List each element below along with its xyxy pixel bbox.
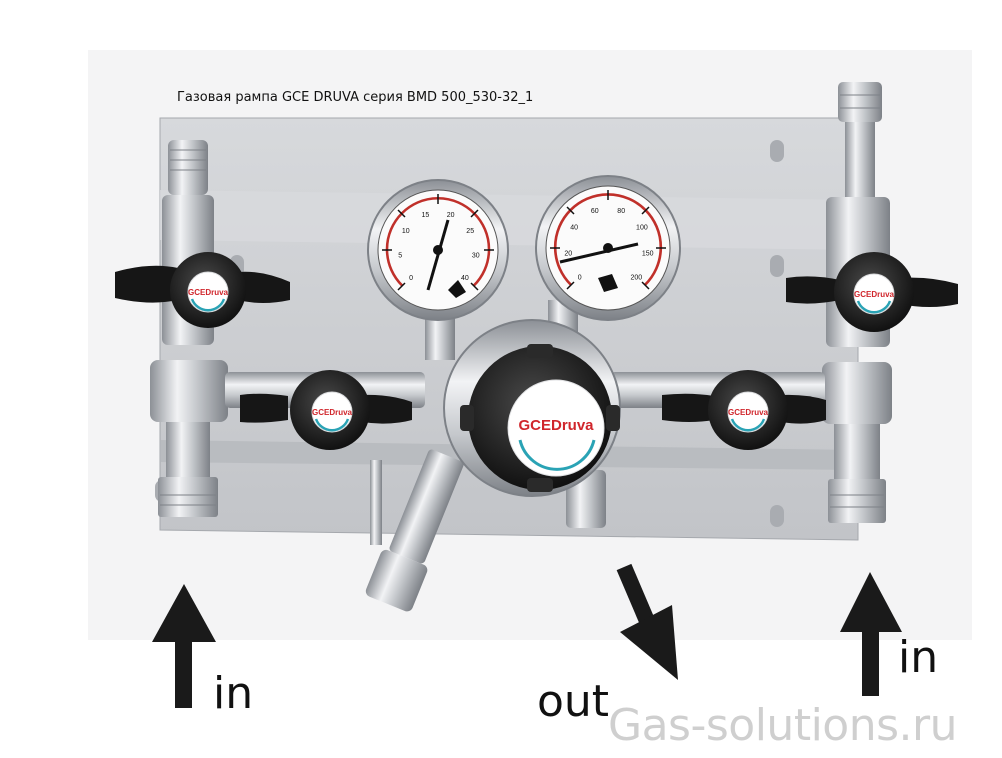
gauge-right-tick-label: 150 [642, 251, 654, 258]
pressure-gauge-right [535, 175, 681, 321]
svg-text:GCEDruva: GCEDruva [312, 408, 353, 417]
gauge-left-tick-label: 30 [472, 252, 480, 259]
gauge-right-tick-label: 200 [630, 274, 642, 281]
gauge-right-tick-label: 60 [591, 208, 599, 215]
watermark: Gas-solutions.ru [608, 700, 957, 751]
pressure-gauge-left [367, 179, 509, 321]
gauge-left-tick-label: 15 [422, 212, 430, 219]
label-out: out [537, 676, 610, 727]
svg-text:GCEDruva: GCEDruva [854, 290, 895, 299]
svg-text:GCEDruva: GCEDruva [728, 408, 769, 417]
valve-upper-right: GCEDruva [786, 252, 958, 332]
gauge-right-tick-label: 0 [578, 274, 582, 281]
valve-upper-left: GCEDruva [115, 252, 290, 328]
gauge-left-tick-label: 40 [461, 275, 469, 282]
valve-lower-right: GCEDruva [662, 370, 826, 450]
svg-text:GCEDruva: GCEDruva [188, 288, 229, 297]
gauge-right-tick-label: 100 [636, 225, 648, 232]
valve-lower-left: GCEDruva [240, 370, 412, 450]
gauge-left-tick-label: 20 [447, 212, 455, 219]
gauge-right-tick-label: 40 [570, 225, 578, 232]
label-in-left: in [213, 668, 254, 719]
gauge-left-tick-label: 0 [409, 275, 413, 282]
arrow-in-right [840, 572, 902, 696]
gauge-right-tick-label: 80 [617, 208, 625, 215]
outlet-stem [365, 449, 464, 612]
gauge-left-tick-label: 10 [402, 228, 410, 235]
arrow-in-left [152, 584, 216, 708]
image-caption: Газовая рампа GCE DRUVA серия BMD 500_53… [177, 90, 534, 105]
gauge-right-tick-label: 20 [564, 251, 572, 258]
gauge-left-tick-label: 5 [398, 252, 402, 259]
label-in-right: in [898, 632, 939, 683]
pressure-regulator: GCEDruva [443, 319, 621, 497]
gauge-left-tick-label: 25 [466, 228, 474, 235]
svg-text:GCEDruva: GCEDruva [518, 417, 594, 434]
drain-pipe [370, 460, 382, 545]
arrow-out [616, 563, 678, 680]
